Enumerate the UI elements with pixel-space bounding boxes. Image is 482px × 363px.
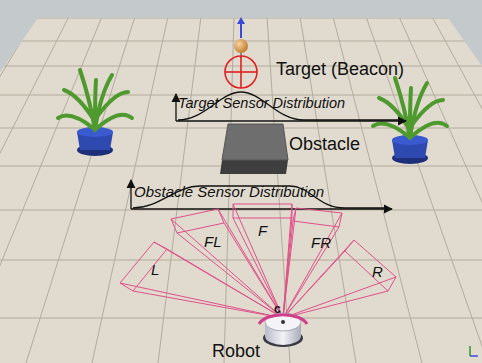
tile-line — [0, 0, 244, 363]
cone-face — [233, 204, 292, 218]
cone-edge — [233, 204, 283, 318]
tile-line — [92, 0, 244, 363]
tile-line — [0, 260, 482, 261]
cone-edge — [233, 218, 283, 318]
tile-line — [0, 0, 244, 363]
center-label: c — [274, 303, 281, 316]
sensor-cone — [283, 240, 396, 318]
tile-line — [244, 0, 482, 363]
sensor-cone — [171, 209, 283, 318]
tile-line — [244, 0, 482, 363]
sensor-label: F — [258, 223, 267, 240]
cone-edge — [120, 283, 283, 318]
cone-face — [345, 240, 396, 291]
tile-line — [244, 0, 482, 363]
cone-edge — [177, 233, 283, 318]
tile-line — [244, 0, 482, 363]
robot — [259, 313, 307, 347]
cone-edge — [283, 251, 345, 318]
tile-line — [244, 0, 482, 363]
robot-label: Robot — [212, 342, 260, 362]
cone-face — [293, 208, 342, 227]
cone-edge — [283, 213, 342, 318]
cone-edge — [218, 209, 283, 318]
tile-line — [0, 0, 244, 363]
tile-line — [0, 0, 244, 363]
tile-line — [244, 0, 482, 363]
sensor-cone — [120, 242, 283, 318]
distribution-label: Target Sensor Distribution — [178, 96, 345, 112]
tile-line — [0, 0, 244, 363]
tile-line — [0, 0, 244, 363]
cone-face — [120, 242, 167, 291]
tile-line — [244, 0, 482, 363]
cone-edge — [283, 204, 292, 318]
tile-line — [26, 0, 244, 363]
tile-line — [244, 0, 482, 363]
obstacle-label: Obstacle — [289, 135, 360, 155]
target-label: Target (Beacon) — [276, 60, 404, 80]
sensor-cone — [233, 204, 292, 318]
sensor-label: FL — [204, 234, 222, 251]
cone-edge — [283, 277, 396, 318]
target-distribution-plot — [176, 92, 406, 121]
cone-edge — [283, 208, 296, 318]
target-beacon — [225, 17, 257, 88]
axis-gizmo — [470, 346, 478, 356]
tile-line — [0, 0, 244, 363]
obstacle-distribution-plot — [131, 180, 392, 209]
cone-edge — [171, 219, 283, 318]
tile-line — [0, 0, 244, 363]
cone-edge — [224, 223, 283, 318]
cone-edge — [133, 291, 283, 318]
tile-line — [244, 0, 356, 363]
tile-line — [0, 0, 244, 363]
cone-edge — [283, 291, 388, 318]
obstacle-box — [220, 124, 288, 174]
plant-left — [58, 70, 132, 156]
distribution-label: Obstacle Sensor Distribution — [134, 184, 324, 201]
tile-line — [0, 0, 244, 363]
sensor-cones — [120, 204, 396, 318]
tile-line — [244, 0, 482, 363]
cone-edge — [283, 221, 293, 318]
tile-line — [0, 0, 244, 363]
sensor-label: R — [372, 264, 383, 281]
tile-line — [0, 210, 482, 211]
tile-line — [244, 0, 482, 363]
tile-line — [0, 318, 482, 319]
floor — [0, 18, 482, 363]
tile-line — [244, 0, 482, 363]
cone-edge — [283, 240, 354, 318]
sensor-label: L — [151, 262, 159, 279]
cone-edge — [283, 218, 292, 318]
sensor-label: FR — [311, 235, 331, 252]
cone-face — [171, 209, 224, 233]
